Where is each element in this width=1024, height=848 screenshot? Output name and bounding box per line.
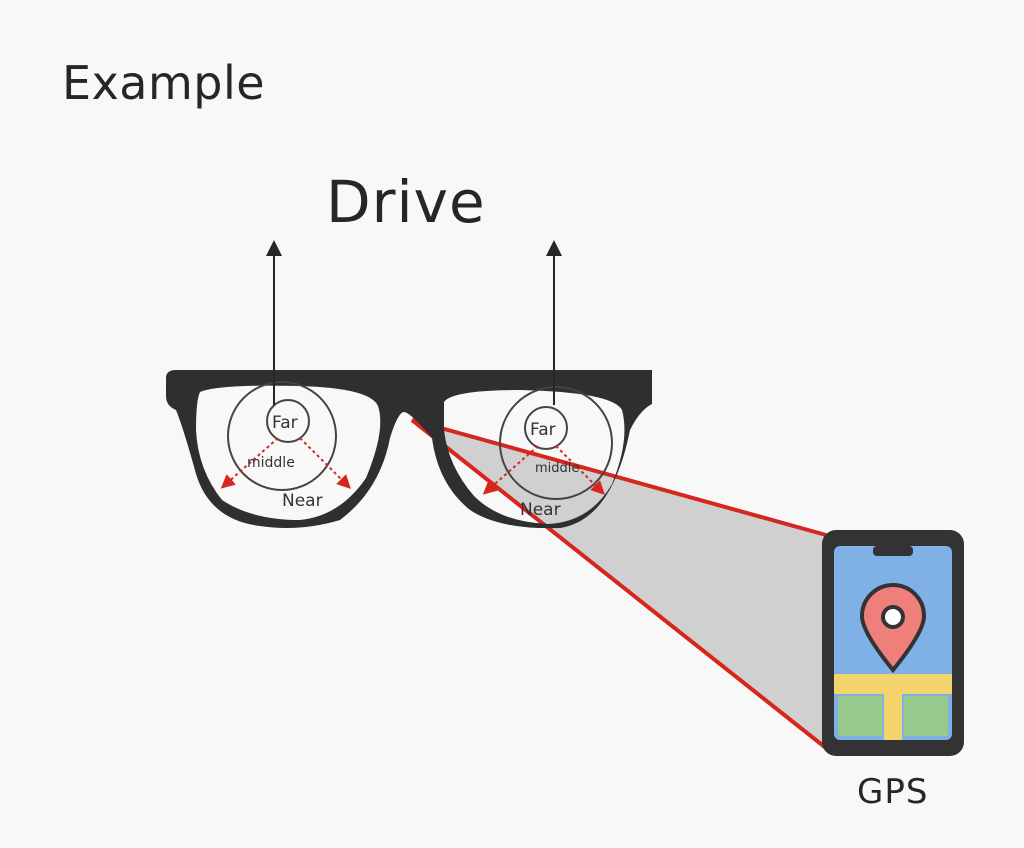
right-far-label: Far (530, 420, 556, 440)
map-pin-dot (881, 605, 905, 629)
map-road-vertical (884, 674, 902, 740)
phone-notch (873, 546, 913, 556)
left-middle-label: middle (247, 455, 295, 471)
sight-line-lower (410, 418, 828, 750)
map-block-right (904, 696, 948, 736)
left-lens-outer-circle (227, 381, 337, 491)
drive-title: Drive (326, 168, 486, 236)
right-near-arrow-left (482, 445, 539, 495)
gps-label: GPS (857, 772, 929, 812)
right-near-label: Near (520, 500, 561, 520)
right-middle-label: middle (535, 461, 579, 476)
sight-line-upper (411, 418, 827, 537)
left-far-circle (266, 399, 310, 443)
glasses-outline (166, 370, 652, 529)
left-near-arrow-right (299, 437, 351, 489)
right-near-arrow-right (555, 445, 605, 495)
left-near-label: Near (282, 491, 323, 511)
right-lens-outer-circle (499, 386, 613, 500)
example-heading: Example (62, 56, 266, 110)
right-lens: Far middle Near (482, 240, 613, 520)
glasses-frame (166, 370, 652, 529)
map-block-left (838, 696, 882, 736)
left-lens: Far middle Near (220, 240, 351, 511)
left-far-label: Far (272, 413, 298, 433)
right-far-circle (524, 406, 568, 450)
smartphone-map-pin-icon (822, 530, 964, 756)
